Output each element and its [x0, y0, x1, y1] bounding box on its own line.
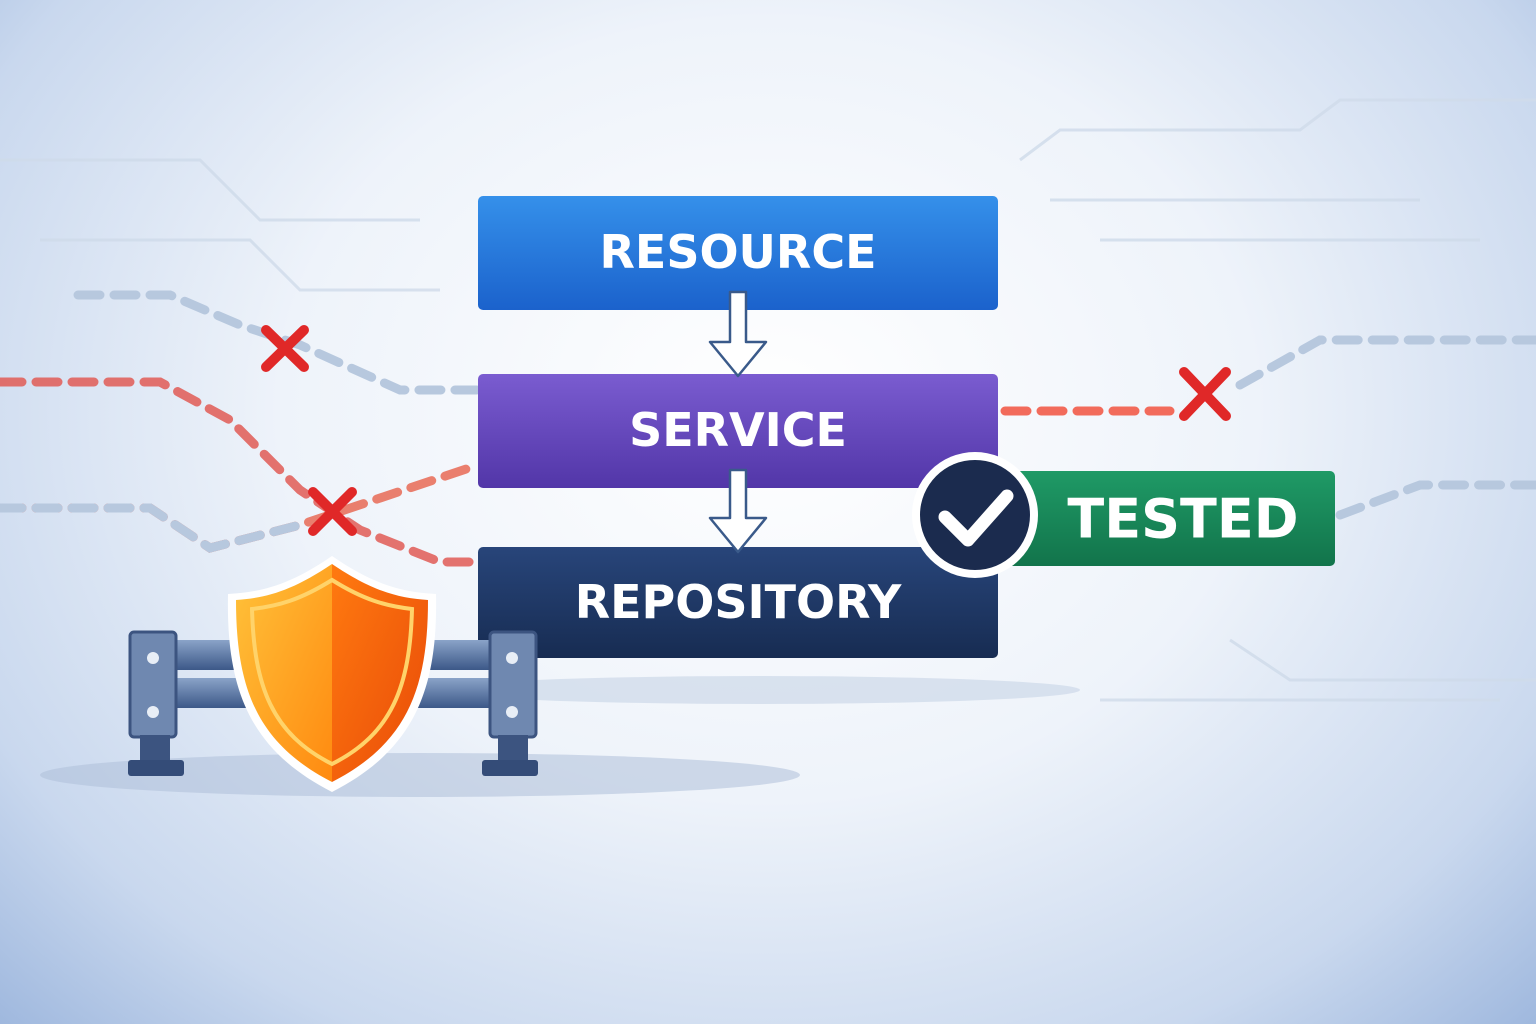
x-mark-icon	[261, 325, 309, 372]
layer-resource-label: RESOURCE	[599, 225, 876, 279]
layer-repository: REPOSITORY	[478, 547, 998, 658]
layer-service-label: SERVICE	[629, 403, 847, 457]
tested-label: TESTED	[1067, 488, 1298, 551]
tested-badge: TESTED	[912, 452, 1335, 578]
blocked-paths	[0, 290, 1536, 567]
arrow-down-icon	[708, 290, 768, 378]
layer-resource: RESOURCE	[478, 196, 998, 310]
layer-service: SERVICE	[478, 374, 998, 488]
x-mark-icon	[1179, 367, 1231, 421]
shield-icon	[227, 556, 437, 792]
layer-repository-label: REPOSITORY	[575, 575, 902, 629]
arrow-down-icon	[708, 468, 768, 554]
circuit-background	[0, 98, 1536, 702]
check-icon	[912, 452, 1038, 578]
x-mark-icon	[308, 487, 357, 536]
